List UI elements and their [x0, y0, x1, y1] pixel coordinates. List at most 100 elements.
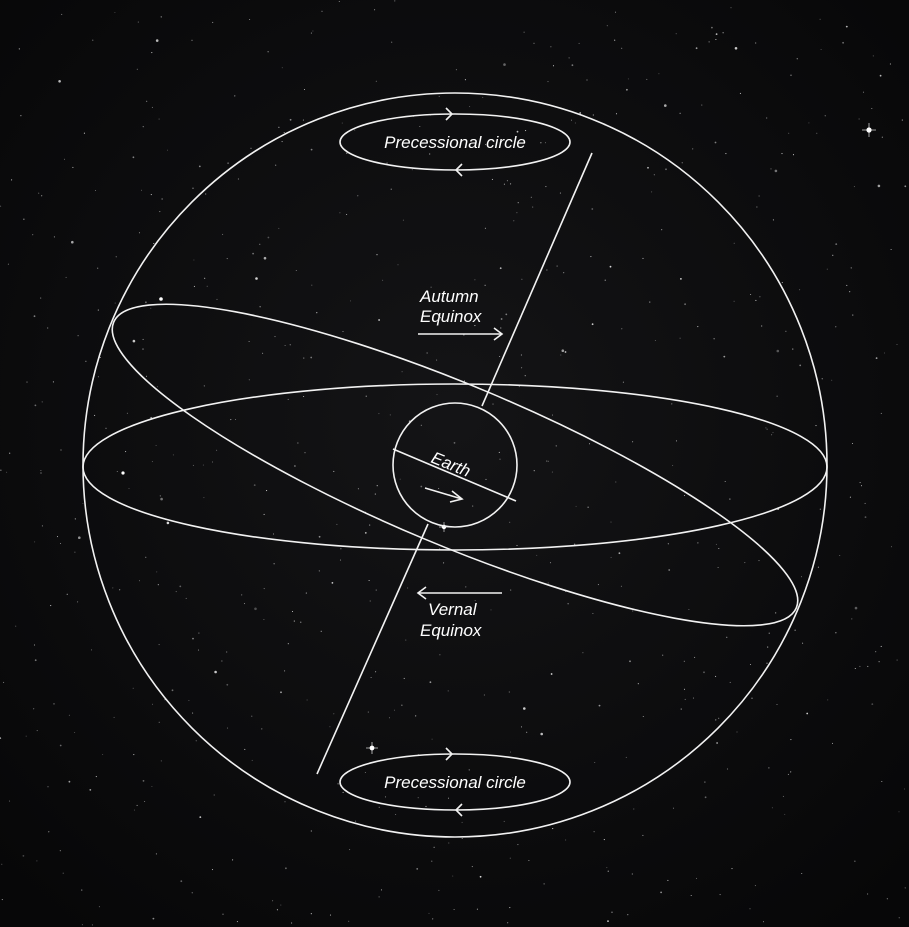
star	[342, 791, 344, 793]
star	[214, 670, 217, 674]
star	[510, 183, 512, 185]
star	[47, 327, 49, 329]
star	[801, 872, 803, 875]
star	[772, 432, 774, 434]
star	[626, 88, 628, 91]
star	[567, 603, 569, 605]
star	[226, 651, 228, 653]
star	[718, 717, 720, 719]
star	[448, 842, 450, 844]
star	[357, 488, 359, 490]
star	[252, 252, 255, 255]
star	[447, 797, 450, 799]
star	[552, 65, 555, 67]
star	[556, 265, 558, 267]
star	[150, 307, 152, 309]
arrow-icon	[445, 107, 454, 121]
star	[1, 863, 3, 865]
star	[711, 26, 713, 29]
star	[521, 367, 523, 369]
star	[695, 877, 698, 879]
star	[382, 279, 384, 281]
star	[153, 242, 155, 245]
star	[852, 314, 854, 316]
star	[34, 541, 36, 543]
star	[512, 777, 514, 779]
star	[592, 114, 594, 116]
star	[7, 263, 9, 265]
star	[40, 472, 42, 474]
star	[479, 875, 482, 878]
star	[622, 381, 624, 383]
star	[68, 780, 71, 783]
star	[468, 769, 470, 771]
star	[724, 480, 726, 483]
star	[213, 794, 215, 796]
star	[615, 113, 618, 115]
star	[715, 543, 717, 545]
star	[509, 907, 511, 909]
star	[436, 394, 438, 396]
star	[420, 424, 422, 426]
star	[346, 152, 348, 154]
star	[681, 162, 683, 164]
star	[772, 219, 774, 221]
star	[680, 708, 682, 710]
star	[151, 785, 153, 788]
star	[730, 7, 732, 9]
star	[241, 594, 243, 596]
star	[452, 875, 454, 877]
star	[303, 395, 305, 398]
star	[391, 41, 393, 43]
star	[339, 212, 341, 214]
autumn-equinox-label-line2: Equinox	[420, 307, 482, 326]
star	[881, 136, 883, 138]
star	[498, 451, 500, 453]
star	[267, 51, 269, 53]
star	[618, 552, 621, 555]
star	[114, 302, 116, 304]
star	[672, 807, 675, 809]
star	[40, 469, 42, 472]
star	[53, 236, 55, 238]
star	[482, 96, 484, 98]
vernal-equinox-label-line2: Equinox	[420, 621, 482, 640]
star	[758, 560, 760, 562]
star	[790, 771, 792, 773]
ecliptic	[111, 303, 799, 627]
star	[25, 735, 27, 737]
star	[267, 236, 270, 239]
star	[438, 488, 440, 490]
bright-star-icon	[862, 123, 876, 137]
star	[342, 330, 344, 333]
star	[287, 643, 289, 645]
star	[819, 508, 821, 510]
star	[226, 727, 229, 729]
star	[545, 186, 547, 188]
star	[503, 183, 505, 185]
star	[564, 351, 567, 353]
star	[349, 849, 351, 851]
star	[415, 715, 417, 717]
star	[715, 38, 717, 41]
star	[530, 196, 532, 198]
star	[551, 414, 554, 416]
earth-axis-upper	[481, 152, 593, 407]
star	[461, 837, 463, 840]
star	[667, 879, 669, 881]
star	[370, 676, 372, 679]
star	[310, 356, 313, 359]
star	[126, 412, 128, 414]
star	[0, 205, 2, 207]
star	[48, 831, 50, 833]
star	[250, 147, 252, 149]
star	[248, 379, 250, 381]
star	[375, 589, 377, 591]
star	[287, 398, 289, 400]
star	[172, 454, 174, 456]
star	[835, 243, 838, 246]
star	[259, 306, 261, 308]
star	[310, 32, 312, 34]
star	[41, 195, 43, 197]
star	[280, 691, 282, 694]
